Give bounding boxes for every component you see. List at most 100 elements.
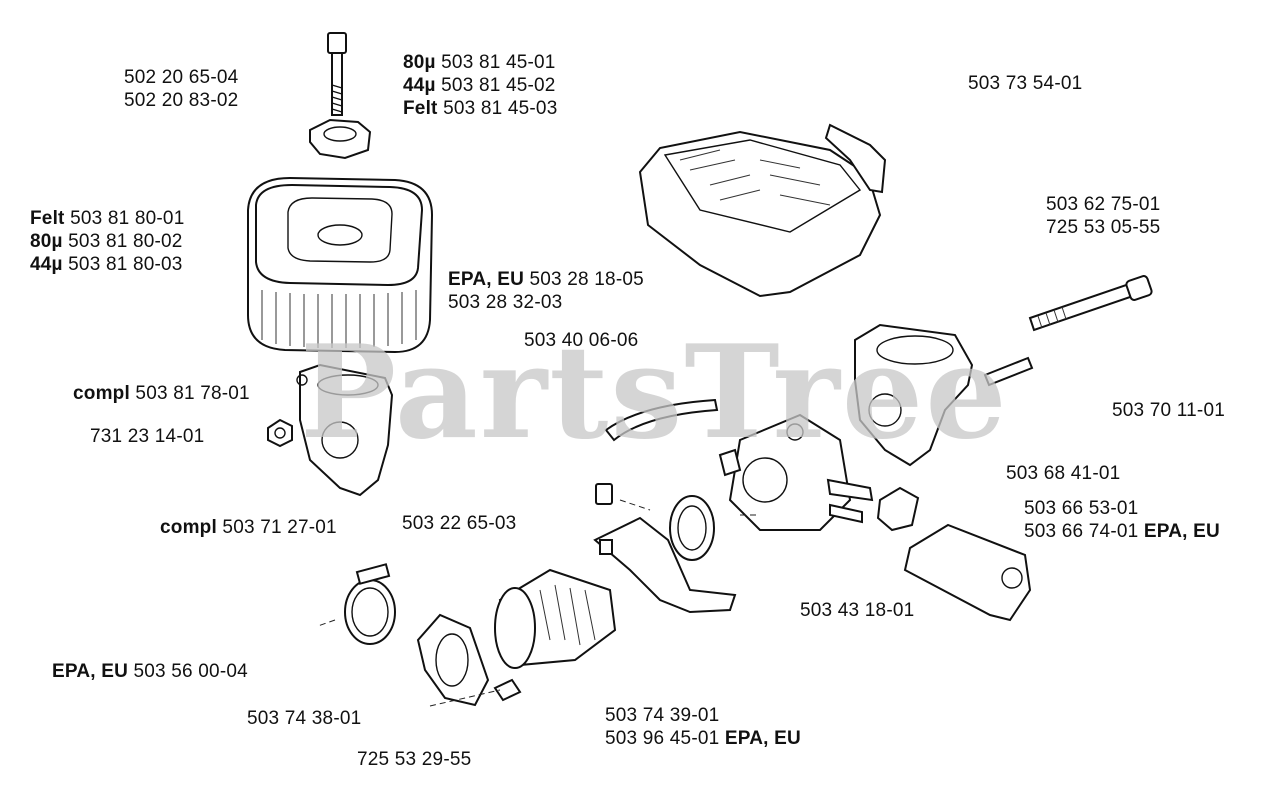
hex-nut [267, 418, 293, 448]
qualifier: Felt [30, 208, 65, 229]
part-number: 725 53 05-55 [1046, 217, 1161, 238]
part-number: 503 28 18-05 [524, 269, 644, 290]
part-number: 503 81 45-02 [435, 75, 556, 96]
carburetor [718, 413, 874, 531]
part-number: 503 81 78-01 [129, 383, 250, 404]
part-number: 503 70 11-01 [1112, 400, 1225, 421]
intake-boot [494, 568, 617, 669]
qualifier: 80µ [30, 231, 63, 252]
part-number: 502 20 83-02 [124, 90, 239, 111]
part-number: 503 40 06-06 [524, 330, 639, 351]
label-intake-clamp[interactable]: 503 43 18-01 [800, 599, 914, 622]
small-connector [595, 483, 613, 505]
label-line: Felt 503 81 80-01 [30, 207, 184, 230]
part-number: 503 28 32-03 [448, 292, 563, 313]
label-line: 502 20 83-02 [124, 89, 238, 112]
qualifier: 44µ [30, 254, 63, 275]
part-number: 503 81 80-01 [64, 208, 185, 229]
label-fuel-hose[interactable]: 503 40 06-06 [524, 329, 638, 352]
label-intake-clamp-compl[interactable]: compl 503 71 27-01 [160, 516, 337, 539]
label-flange-gasket[interactable]: 503 74 38-01 [247, 707, 361, 730]
label-line: EPA, EU 503 56 00-04 [52, 660, 248, 683]
label-line: 44µ 503 81 80-03 [30, 253, 184, 276]
watermark: PartsTree [300, 318, 1009, 468]
label-hose-clamp[interactable]: EPA, EU 503 56 00-04 [52, 660, 248, 683]
fuel-hose [604, 398, 719, 442]
label-line: 725 53 05-55 [1046, 216, 1160, 239]
part-number: 503 73 54-01 [968, 73, 1083, 94]
label-line: 503 74 39-01 [605, 704, 801, 727]
qualifier: Felt [403, 98, 438, 119]
label-line: 503 74 38-01 [247, 707, 361, 730]
label-valve[interactable]: 503 68 41-01 [1006, 462, 1120, 485]
qualifier: EPA, EU [448, 269, 525, 290]
qualifier: 44µ [403, 75, 436, 96]
part-number: 502 20 65-04 [124, 67, 239, 88]
label-hex-nut[interactable]: 731 23 14-01 [90, 425, 204, 448]
qualifier-suffix: EPA, EU [719, 728, 801, 749]
leader-lines [317, 499, 760, 707]
label-line: 80µ 503 81 45-01 [403, 51, 557, 74]
filter-bolt [327, 32, 347, 116]
label-line: 503 73 54-01 [968, 72, 1082, 95]
part-number: 725 53 29-55 [357, 749, 472, 770]
choke-lever [903, 523, 1032, 622]
qualifier: compl [160, 517, 217, 538]
part-number: 503 81 80-03 [62, 254, 183, 275]
label-line: 503 96 45-01 EPA, EU [605, 727, 801, 750]
carb-bracket [854, 323, 974, 467]
small-screw [493, 678, 522, 702]
label-line: 503 43 18-01 [800, 599, 914, 622]
part-number: 503 66 74-01 [1024, 521, 1139, 542]
part-number: 503 22 65-03 [402, 513, 517, 534]
label-line: 503 62 75-01 [1046, 193, 1160, 216]
label-line: EPA, EU 503 28 18-05 [448, 268, 644, 291]
part-number: 503 71 27-01 [216, 517, 337, 538]
label-line: 503 28 32-03 [448, 291, 644, 314]
label-line: 80µ 503 81 80-02 [30, 230, 184, 253]
label-spacer-sleeve[interactable]: 503 70 11-01 [1112, 399, 1225, 422]
label-line: 503 68 41-01 [1006, 462, 1120, 485]
hose-clamp [344, 563, 396, 645]
qualifier: 80µ [403, 52, 436, 73]
gasket-ring [669, 495, 715, 561]
label-line: 503 66 74-01 EPA, EU [1024, 520, 1220, 543]
part-number: 503 56 00-04 [128, 661, 248, 682]
label-line: Felt 503 81 45-03 [403, 97, 557, 120]
part-number: 503 74 39-01 [605, 705, 720, 726]
label-small-screw[interactable]: 725 53 29-55 [357, 748, 471, 771]
part-number: 731 23 14-01 [90, 426, 205, 447]
label-line: compl 503 81 78-01 [73, 382, 250, 405]
label-line: 503 22 65-03 [402, 512, 516, 535]
label-line: 503 70 11-01 [1112, 399, 1225, 422]
qualifier: EPA, EU [52, 661, 129, 682]
part-number: 503 74 38-01 [247, 708, 362, 729]
label-small-connector[interactable]: 503 22 65-03 [402, 512, 516, 535]
label-line: 731 23 14-01 [90, 425, 204, 448]
part-number: 503 81 45-03 [437, 98, 558, 119]
qualifier: compl [73, 383, 130, 404]
part-number: 503 81 45-01 [435, 52, 556, 73]
part-number: 503 81 80-02 [62, 231, 183, 252]
long-bolt [1028, 275, 1153, 332]
label-line: 503 40 06-06 [524, 329, 638, 352]
label-cylinder-cover[interactable]: 503 73 54-01 [968, 72, 1082, 95]
label-line: 725 53 29-55 [357, 748, 471, 771]
part-number: 503 62 75-01 [1046, 194, 1161, 215]
label-filter-holder[interactable]: compl 503 81 78-01 [73, 382, 250, 405]
spacer-sleeve [983, 356, 1034, 387]
label-line: 44µ 503 81 45-02 [403, 74, 557, 97]
wing-nut [309, 118, 372, 160]
label-line: compl 503 71 27-01 [160, 516, 337, 539]
cylinder-cover [638, 123, 887, 298]
label-line: 503 66 53-01 [1024, 497, 1220, 520]
valve [876, 486, 920, 532]
